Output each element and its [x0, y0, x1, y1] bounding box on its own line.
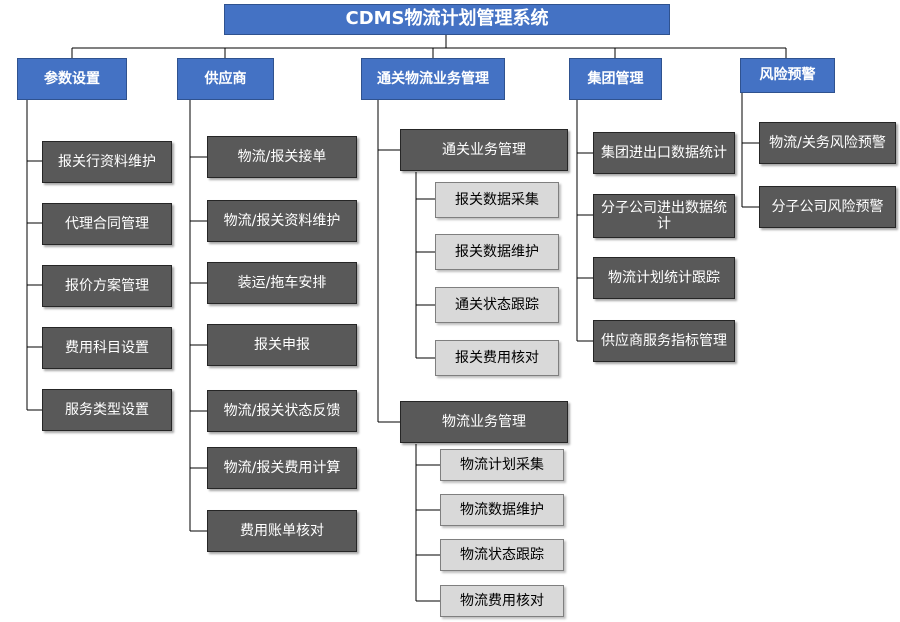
supplier-item: 物流/报关费用计算 [207, 447, 357, 489]
logistics-item: 物流状态跟踪 [440, 539, 564, 571]
supplier-item: 物流/报关资料维护 [207, 200, 357, 242]
customs-item: 报关数据维护 [435, 234, 559, 270]
group-item: 分子公司进出数据统计 [593, 194, 735, 238]
supplier-item: 物流/报关状态反馈 [207, 390, 357, 432]
supplier-item: 报关申报 [207, 324, 357, 366]
customs-item: 报关费用核对 [435, 340, 559, 376]
module-risk: 风险预警 [740, 58, 835, 93]
group-item: 物流计划统计跟踪 [593, 257, 735, 299]
logistics-group-title: 物流业务管理 [400, 401, 568, 443]
logistics-item: 物流计划采集 [440, 449, 564, 481]
module-group: 集团管理 [569, 58, 662, 100]
params-item: 服务类型设置 [42, 389, 172, 431]
module-customs-logistics: 通关物流业务管理 [361, 58, 505, 100]
supplier-item: 物流/报关接单 [207, 136, 357, 178]
supplier-item: 费用账单核对 [207, 510, 357, 552]
module-supplier: 供应商 [177, 58, 274, 100]
params-item: 费用科目设置 [42, 327, 172, 369]
risk-item: 物流/关务风险预警 [759, 122, 896, 164]
customs-item: 通关状态跟踪 [435, 287, 559, 323]
system-title: CDMS物流计划管理系统 [224, 4, 670, 35]
params-item: 代理合同管理 [42, 203, 172, 245]
group-item: 集团进出口数据统计 [593, 132, 735, 174]
logistics-item: 物流数据维护 [440, 494, 564, 526]
customs-item: 报关数据采集 [435, 182, 559, 218]
params-item: 报价方案管理 [42, 265, 172, 307]
module-params: 参数设置 [17, 58, 127, 100]
risk-item: 分子公司风险预警 [759, 186, 896, 228]
params-item: 报关行资料维护 [42, 141, 172, 183]
supplier-item: 装运/拖车安排 [207, 262, 357, 304]
logistics-item: 物流费用核对 [440, 585, 564, 617]
customs-group-title: 通关业务管理 [400, 129, 568, 171]
group-item: 供应商服务指标管理 [593, 320, 735, 362]
